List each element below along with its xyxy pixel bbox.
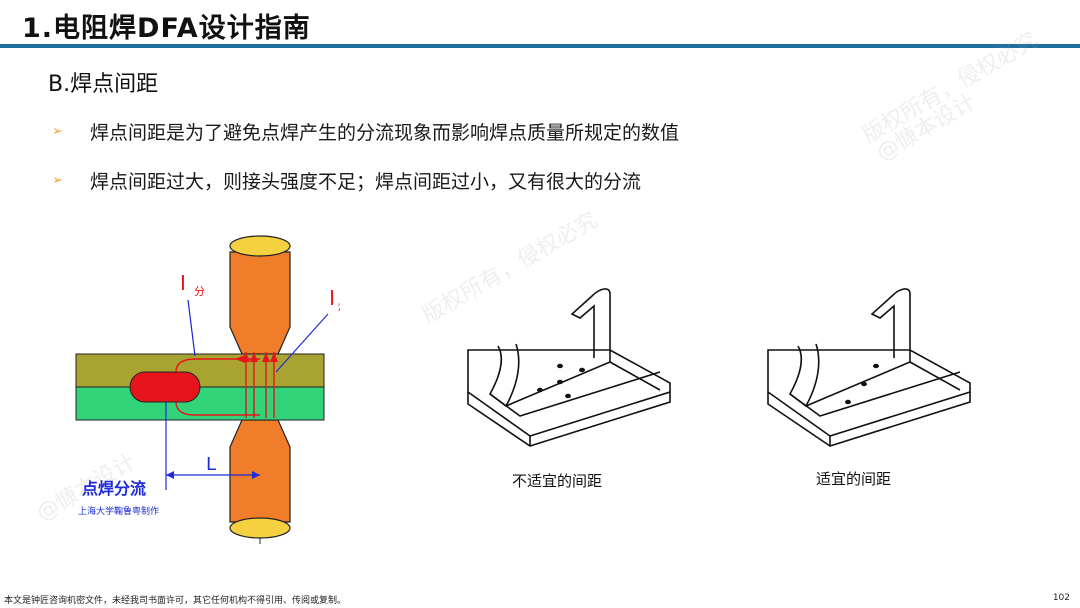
weld-nugget [129,371,201,403]
bullet-text: 焊点间距过大，则接头强度不足；焊点间距过小，又有很大的分流 [90,171,642,193]
diagram-caption: 点焊分流 [82,479,146,498]
i-shunt-label: I [180,271,186,295]
suitable-spacing-caption: 适宜的间距 [816,470,892,488]
bullet-text: 焊点间距是为了避免点焊产生的分流现象而影响焊点质量所规定的数值 [90,122,680,144]
weld-spots [845,363,879,405]
top-electrode-cap [229,235,291,257]
shunt-current-path [175,358,260,416]
i-weld-subscript: 焊 [338,299,340,313]
bullet-item: ➢ 焊点间距是为了避免点焊产生的分流现象而影响焊点质量所规定的数值 [52,118,679,145]
i-shunt-leader [187,299,196,357]
section-title: B.焊点间距 [48,72,159,97]
bottom-electrode-cap [229,517,291,539]
l-label: L [206,454,216,475]
arrow-bullet-icon: ➢ [52,173,63,188]
arrow-heads [235,352,278,363]
page-number: 102 [1052,593,1070,603]
bullet-item: ➢ 焊点间距过大，则接头强度不足；焊点间距过小，又有很大的分流 [52,167,641,194]
unsuitable-spacing-caption: 不适宜的间距 [512,472,603,490]
title-divider [0,44,1080,48]
weld-current-arrows [245,352,275,418]
weld-spots [537,363,585,399]
unsuitable-spacing-figure [467,288,671,447]
shunt-diagram: I 分 I 焊 L 点焊分流 上海大学鞠鲁粤制作 [75,235,340,544]
suitable-spacing-figure [767,288,971,447]
arrow-bullet-icon: ➢ [52,124,63,139]
i-weld-leader [275,313,329,373]
bottom-electrode [229,419,291,523]
confidentiality-notice: 本文是钟匠咨询机密文件，未经我司书面许可，其它任何机构不得引用、传阅或复制。 [4,596,347,606]
top-electrode [229,251,291,355]
page-title: 1.电阻焊DFA设计指南 [22,13,311,44]
diagram-credit: 上海大学鞠鲁粤制作 [78,505,159,517]
i-shunt-subscript: 分 [194,285,205,298]
i-weld-label: I [329,286,335,310]
